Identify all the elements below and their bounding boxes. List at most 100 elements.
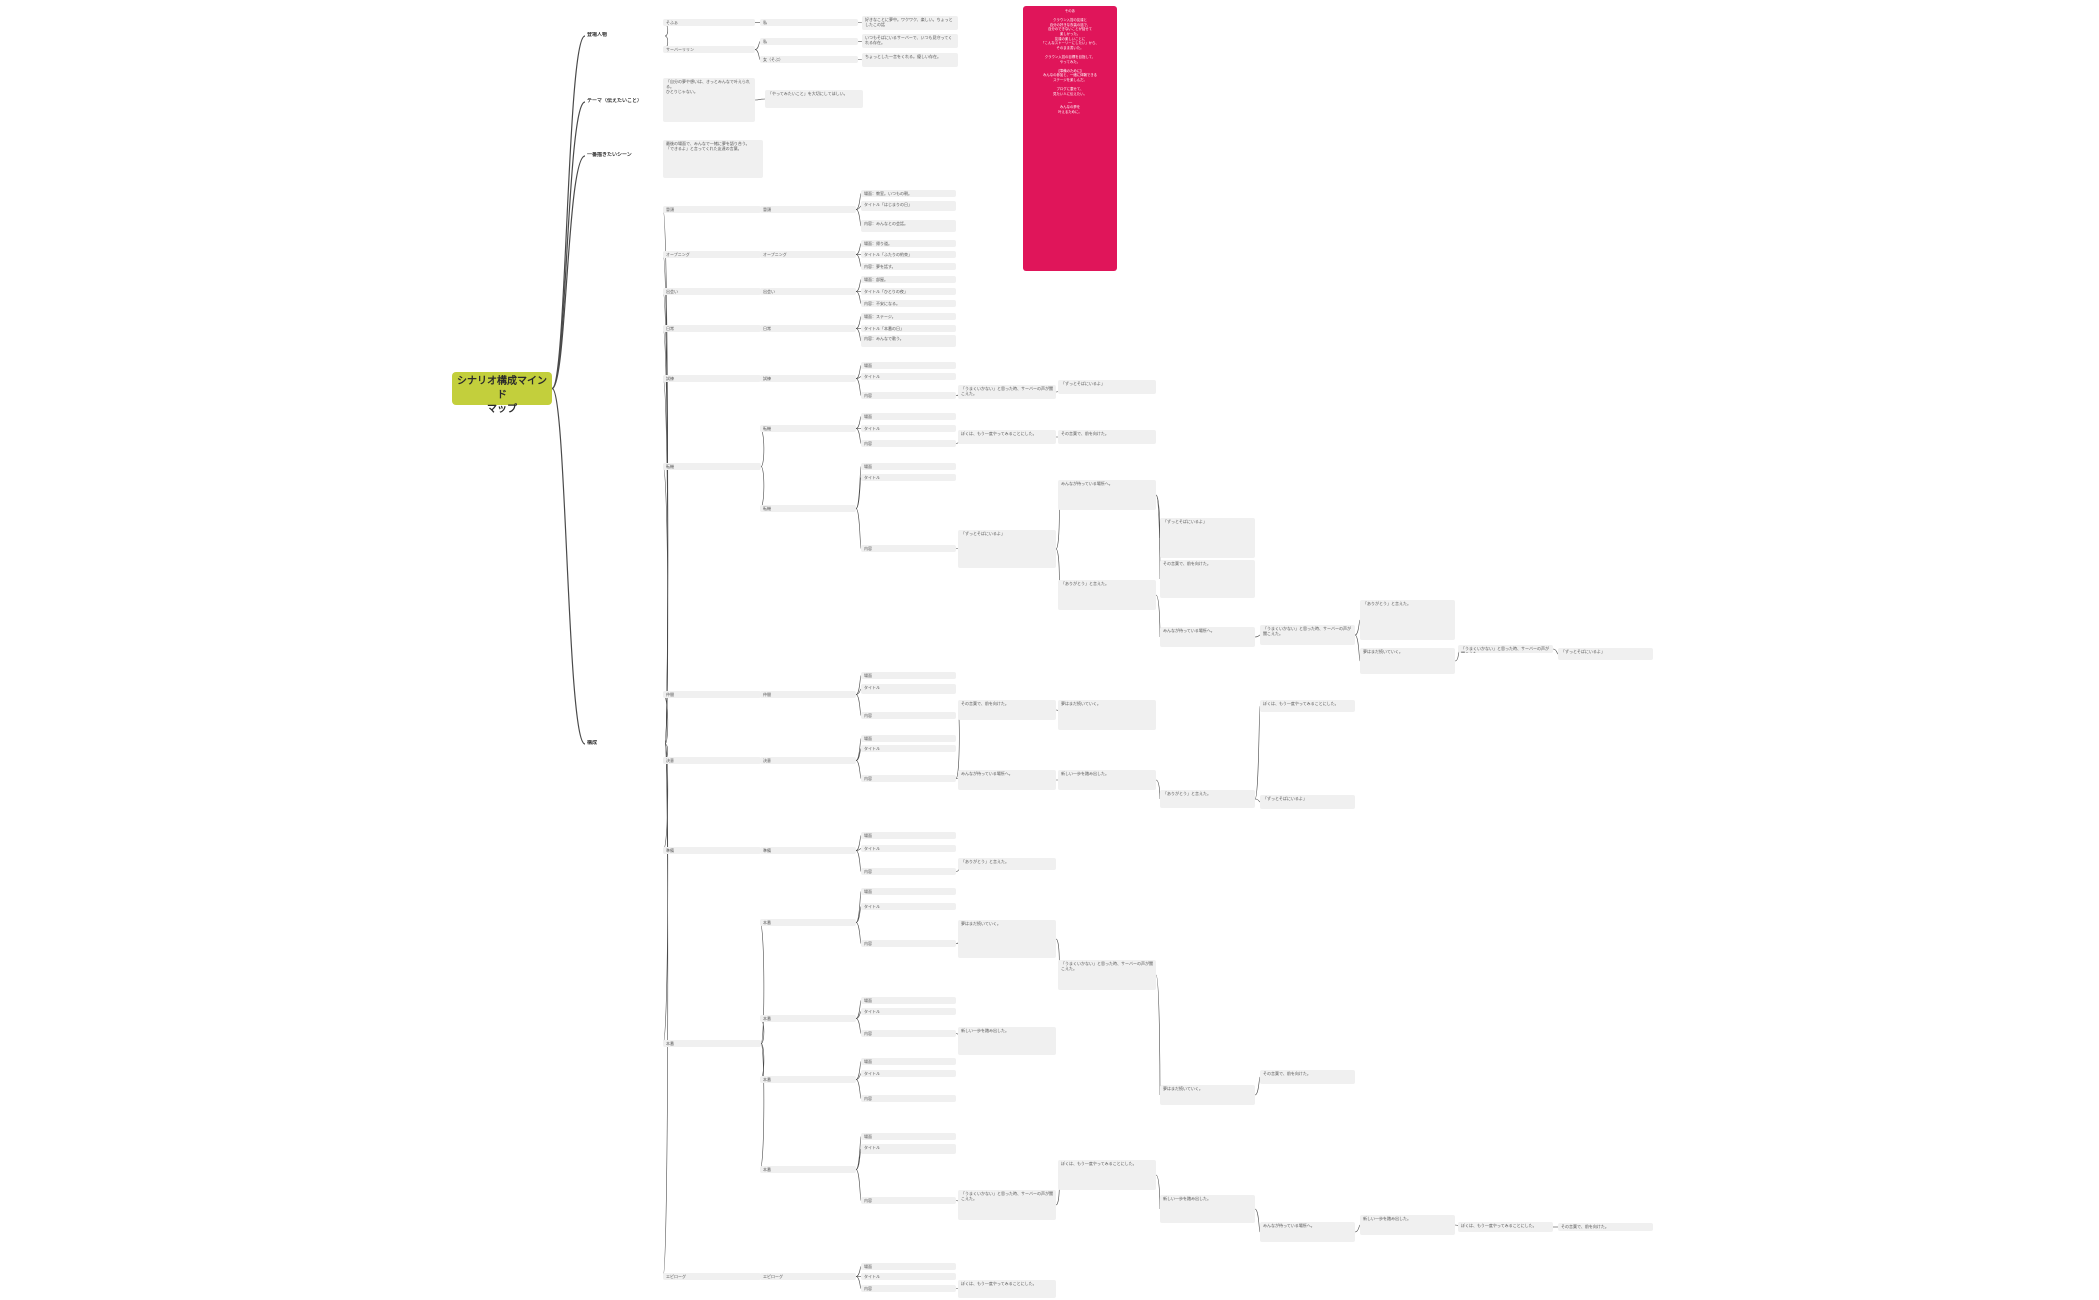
node-c2s2[interactable]: 女（そぶ） xyxy=(760,56,858,63)
node-x1[interactable]: 冒頭 xyxy=(760,206,856,213)
node-c2d1[interactable]: いつもそばにいるサーバーで、いつも見守ってくれる存在。 xyxy=(862,34,958,48)
note-card[interactable]: そのあ クラウン入賞の友達と 自分の好きな衣装の話で、 自分のできないことが話せ… xyxy=(1023,6,1117,271)
node-d5[interactable]: タイトル「ふたりの約束」 xyxy=(861,251,956,258)
node-f1[interactable]: 「うまくいかない」と思った時、サーバーの声が聞こえた。 xyxy=(958,385,1056,399)
node-e5[interactable]: タイトル xyxy=(861,425,956,432)
node-k1[interactable]: 「うまくいかない」と思った時、サーバーの声が聞こえた。 xyxy=(1260,625,1355,645)
node-x10c[interactable]: 本番 xyxy=(760,1076,856,1083)
node-x10d[interactable]: 本番 xyxy=(760,1166,856,1173)
node-e32[interactable]: タイトル xyxy=(861,1273,956,1280)
node-e14[interactable]: タイトル xyxy=(861,745,956,752)
node-d6[interactable]: 内容：夢を話す。 xyxy=(861,263,956,270)
node-h5[interactable]: 夢はまだ続いていく。 xyxy=(1160,1085,1255,1105)
node-g4[interactable]: 「ありがとう」と言えた。 xyxy=(1058,580,1156,610)
node-th2[interactable]: 「やってみたいこと」を大切にしてほしい。 xyxy=(765,90,863,108)
node-x6a[interactable]: 転機 xyxy=(760,425,856,432)
node-b2[interactable]: オープニング xyxy=(663,251,761,258)
node-d2[interactable]: タイトル「はじまりの日」 xyxy=(861,201,956,211)
node-e19[interactable]: 場面 xyxy=(861,888,956,895)
node-m3[interactable]: 新しい一歩を踏み出した。 xyxy=(1360,1215,1455,1235)
node-g2[interactable]: その言葉で、前を向けた。 xyxy=(1058,430,1156,444)
node-e21[interactable]: 内容 xyxy=(861,940,956,947)
node-k3[interactable]: 「ずっとそばにいるよ」 xyxy=(1260,795,1355,809)
node-b10[interactable]: 本番 xyxy=(663,1040,761,1047)
node-x9[interactable]: 準備 xyxy=(760,847,856,854)
node-e6[interactable]: 内容 xyxy=(861,440,956,447)
node-d3[interactable]: 内容：みんなとの会話。 xyxy=(861,220,956,232)
node-c1d[interactable]: 好きなことに夢中。ワクワク、楽しい。ちょっとしたこの話 xyxy=(862,16,958,30)
node-e8[interactable]: タイトル xyxy=(861,474,956,481)
node-d7[interactable]: 場面：部屋。 xyxy=(861,276,956,283)
node-d11[interactable]: タイトル「本番の日」 xyxy=(861,325,956,332)
node-d8[interactable]: タイトル「ひとりの夜」 xyxy=(861,288,956,295)
node-x8[interactable]: 決意 xyxy=(760,757,856,764)
node-h3[interactable]: みんなが待っている場所へ。 xyxy=(1160,627,1255,647)
node-b8[interactable]: 決意 xyxy=(663,757,761,764)
node-ks1[interactable]: 最後の場面で、みんなで一緒に夢を語り合う。 「できるよ」と言ってくれた友達の言葉… xyxy=(663,140,763,178)
node-g7[interactable]: 「うまくいかない」と思った時、サーバーの声が聞こえた。 xyxy=(1058,960,1156,990)
node-b5[interactable]: 試練 xyxy=(663,375,761,382)
node-d1[interactable]: 場面：教室。いつもの朝。 xyxy=(861,190,956,197)
node-m1[interactable]: 「ありがとう」と言えた。 xyxy=(1360,600,1455,640)
node-e33[interactable]: 内容 xyxy=(861,1285,956,1292)
node-d9[interactable]: 内容：不安になる。 xyxy=(861,300,956,307)
node-e23[interactable]: タイトル xyxy=(861,1008,956,1015)
node-e30[interactable]: 内容 xyxy=(861,1197,956,1204)
node-e20[interactable]: タイトル xyxy=(861,903,956,910)
node-h1[interactable]: 「ずっとそばにいるよ」 xyxy=(1160,518,1255,558)
node-p2[interactable]: その言葉で、前を向けた。 xyxy=(1558,1223,1653,1231)
node-c1s[interactable]: 私 xyxy=(760,19,858,26)
node-n2[interactable]: ぼくは、もう一度やってみることにした。 xyxy=(1458,1222,1553,1232)
node-f8[interactable]: 新しい一歩を踏み出した。 xyxy=(958,1027,1056,1055)
node-c2s1[interactable]: 私 xyxy=(760,38,858,45)
node-f5[interactable]: みんなが待っている場所へ。 xyxy=(958,770,1056,790)
node-x7[interactable]: 仲間 xyxy=(760,691,856,698)
node-x6b[interactable]: 転機 xyxy=(760,505,856,512)
node-e16[interactable]: 場面 xyxy=(861,832,956,839)
node-x5[interactable]: 試練 xyxy=(760,375,856,382)
node-b9[interactable]: 準備 xyxy=(663,847,761,854)
node-e3[interactable]: 内容 xyxy=(861,392,956,399)
node-f10[interactable]: ぼくは、もう一度やってみることにした。 xyxy=(958,1280,1056,1298)
node-b1[interactable]: 冒頭 xyxy=(663,206,761,213)
node-c1[interactable]: そふぁ xyxy=(663,19,755,26)
node-n1[interactable]: 「うまくいかない」と思った時、サーバーの声が聞こえた。 xyxy=(1458,645,1553,653)
node-s-key[interactable]: 一番描きたいシーン xyxy=(585,152,665,160)
node-f4[interactable]: その言葉で、前を向けた。 xyxy=(958,700,1056,720)
node-e4[interactable]: 場面 xyxy=(861,413,956,420)
node-e1[interactable]: 場面 xyxy=(861,362,956,369)
node-e13[interactable]: 場面 xyxy=(861,735,956,742)
node-d10[interactable]: 場面：ステージ。 xyxy=(861,313,956,320)
node-g6[interactable]: 新しい一歩を踏み出した。 xyxy=(1058,770,1156,790)
node-e15[interactable]: 内容 xyxy=(861,775,956,782)
node-f2[interactable]: ぼくは、もう一度やってみることにした。 xyxy=(958,430,1056,444)
node-s-theme[interactable]: テーマ（伝えたいこと） xyxy=(585,98,665,106)
node-e9[interactable]: 内容 xyxy=(861,545,956,552)
node-b11[interactable]: エピローグ xyxy=(663,1273,761,1280)
node-e25[interactable]: 場面 xyxy=(861,1058,956,1065)
node-e10[interactable]: 場面 xyxy=(861,672,956,679)
node-f3[interactable]: 「ずっとそばにいるよ」 xyxy=(958,530,1056,568)
node-f9[interactable]: 「うまくいかない」と思った時、サーバーの声が聞こえた。 xyxy=(958,1190,1056,1220)
node-h4[interactable]: 「ありがとう」と言えた。 xyxy=(1160,790,1255,808)
node-g8[interactable]: ぼくは、もう一度やってみることにした。 xyxy=(1058,1160,1156,1190)
node-c2[interactable]: サーバーリリン xyxy=(663,46,755,53)
node-e27[interactable]: 内容 xyxy=(861,1095,956,1102)
node-x4[interactable]: 日常 xyxy=(760,325,856,332)
node-h6[interactable]: 新しい一歩を踏み出した。 xyxy=(1160,1195,1255,1223)
node-e17[interactable]: タイトル xyxy=(861,845,956,852)
node-e22[interactable]: 場面 xyxy=(861,997,956,1004)
node-s-struct[interactable]: 構成 xyxy=(585,740,665,748)
node-p1[interactable]: 「ずっとそばにいるよ」 xyxy=(1558,648,1653,660)
node-d4[interactable]: 場面：帰り道。 xyxy=(861,240,956,247)
node-x3[interactable]: 出会い xyxy=(760,288,856,295)
node-f6[interactable]: 「ありがとう」と言えた。 xyxy=(958,858,1056,870)
node-e12[interactable]: 内容 xyxy=(861,712,956,719)
node-k5[interactable]: みんなが待っている場所へ。 xyxy=(1260,1222,1355,1242)
node-g3[interactable]: みんなが待っている場所へ。 xyxy=(1058,480,1156,510)
node-k4[interactable]: その言葉で、前を向けた。 xyxy=(1260,1070,1355,1084)
node-e18[interactable]: 内容 xyxy=(861,868,956,875)
node-x10b[interactable]: 本番 xyxy=(760,1015,856,1022)
node-e2[interactable]: タイトル xyxy=(861,373,956,380)
root-title[interactable]: シナリオ構成マインド マップ xyxy=(452,372,552,415)
